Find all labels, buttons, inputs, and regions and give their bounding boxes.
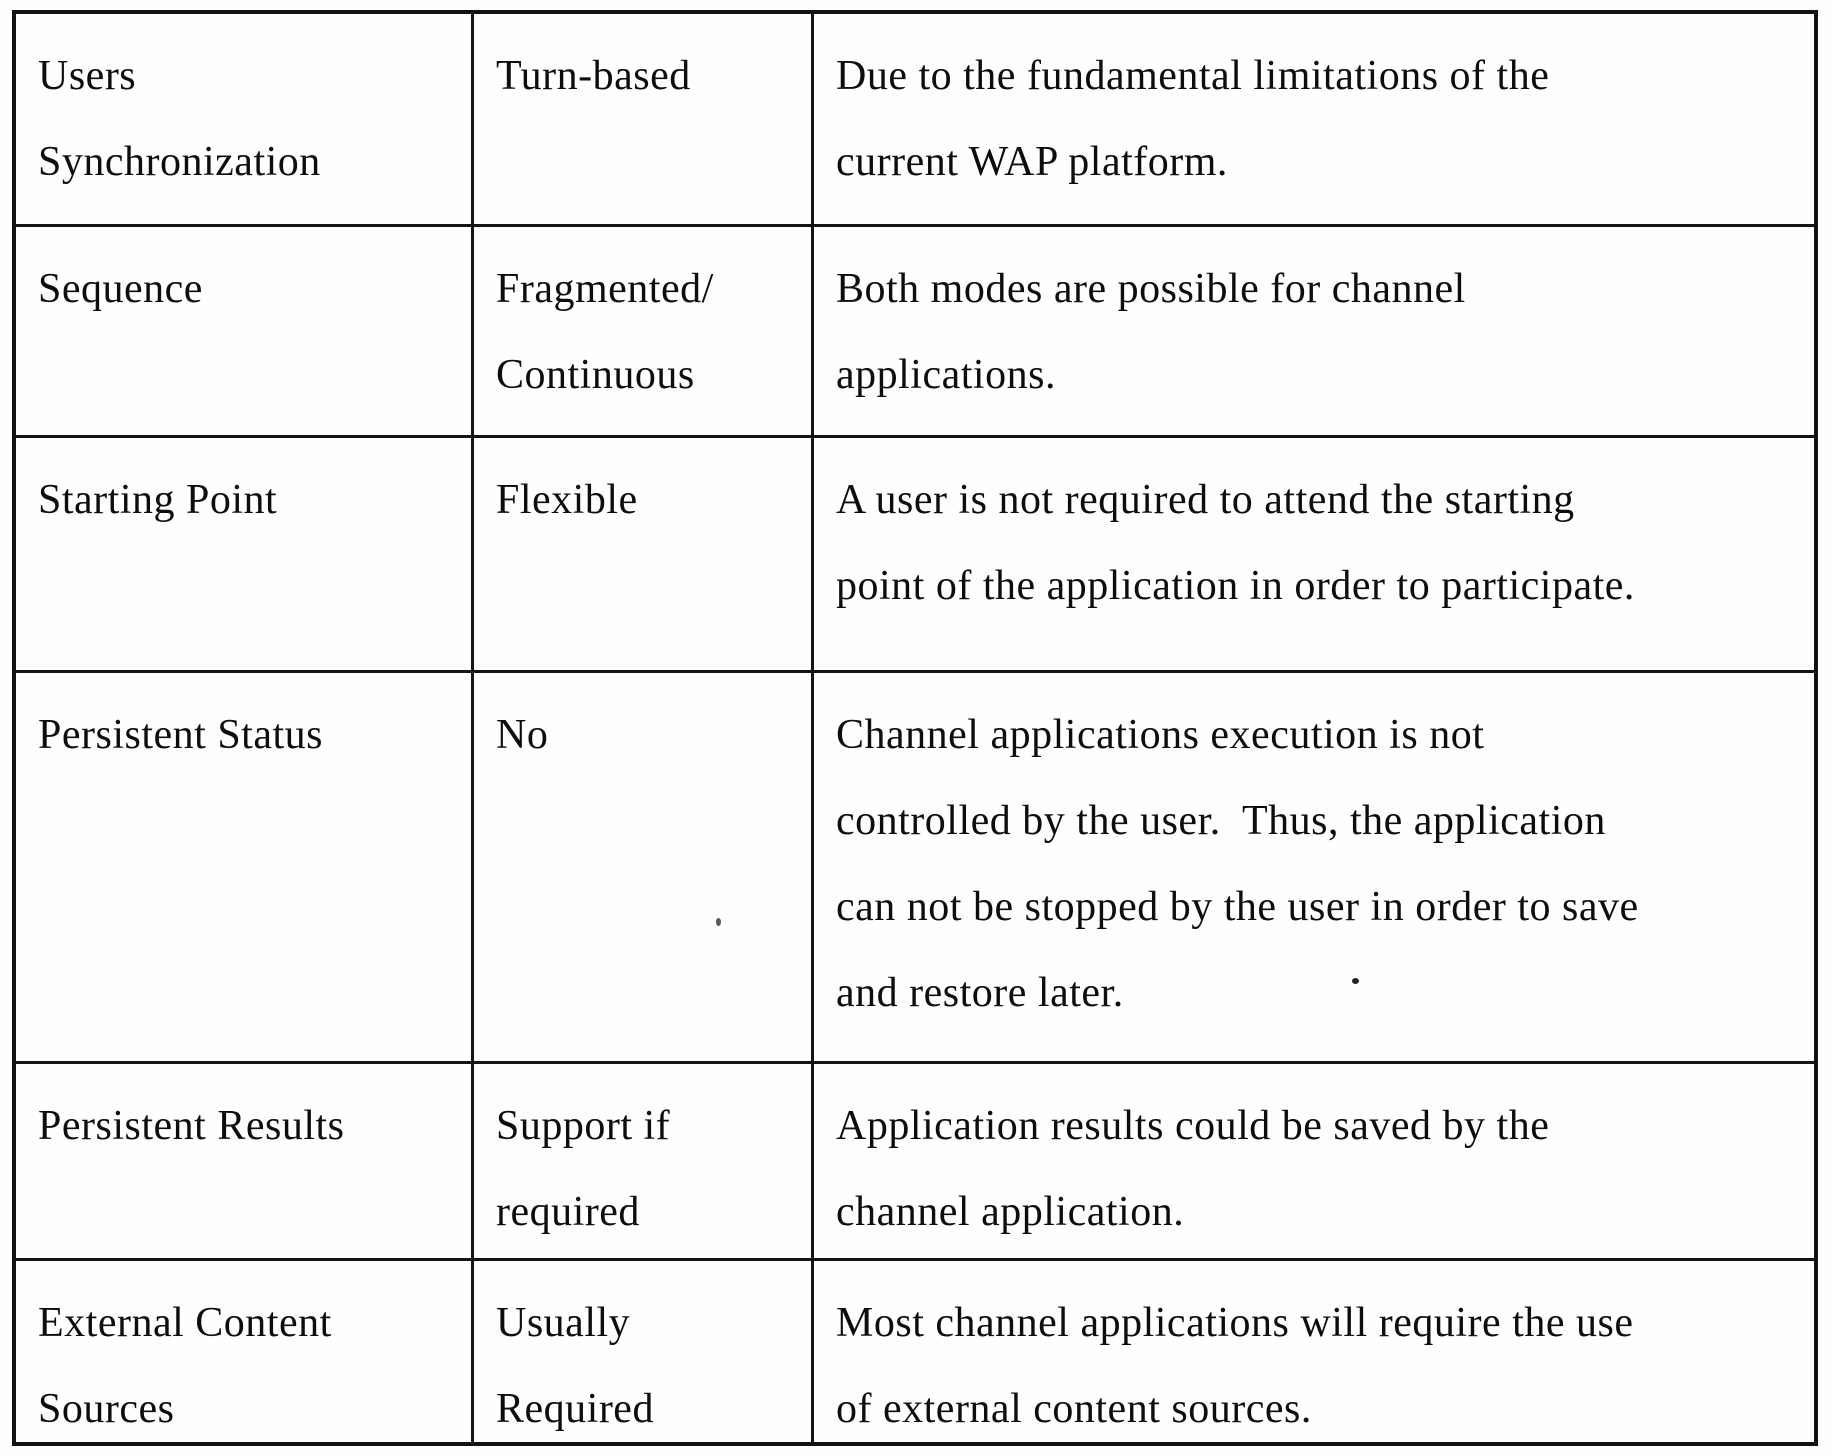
feature-cell: Users Synchronization <box>16 14 474 224</box>
feature-cell: Sequence <box>16 227 474 435</box>
description-cell: Application results could be saved by th… <box>836 1103 1550 1235</box>
feature-cell: External Content Sources <box>16 1261 474 1442</box>
value-cell: Flexible <box>474 438 814 670</box>
table-row: Persistent Results Support if required A… <box>16 1064 1814 1261</box>
feature-cell: Starting Point <box>16 438 474 670</box>
comparison-table: Users Synchronization Turn-based Due to … <box>12 10 1818 1446</box>
description-cell: Due to the fundamental limitations of th… <box>836 53 1550 185</box>
table-row: Starting Point Flexible A user is not re… <box>16 438 1814 673</box>
feature-cell: Persistent Results <box>16 1064 474 1258</box>
table-row: External Content Sources Usually Require… <box>16 1261 1814 1442</box>
scan-artifact-dot <box>716 918 721 926</box>
description-cell: Most channel applications will require t… <box>836 1300 1634 1432</box>
table-row: Users Synchronization Turn-based Due to … <box>16 14 1814 227</box>
value-cell: Turn-based <box>474 14 814 224</box>
table-row: Persistent Status No Channel application… <box>16 673 1814 1064</box>
scan-artifact-dot <box>1352 978 1359 984</box>
description-cell: Both modes are possible for channel appl… <box>836 266 1466 398</box>
feature-cell: Persistent Status <box>16 673 474 1061</box>
value-cell: Fragmented/ Continuous <box>474 227 814 435</box>
value-cell: No <box>474 673 814 1061</box>
value-cell: Usually Required <box>474 1261 814 1442</box>
value-cell: Support if required <box>474 1064 814 1258</box>
table-row: Sequence Fragmented/ Continuous Both mod… <box>16 227 1814 438</box>
description-cell: Channel applications execution is not co… <box>836 712 1639 1016</box>
description-cell: A user is not required to attend the sta… <box>836 477 1635 609</box>
